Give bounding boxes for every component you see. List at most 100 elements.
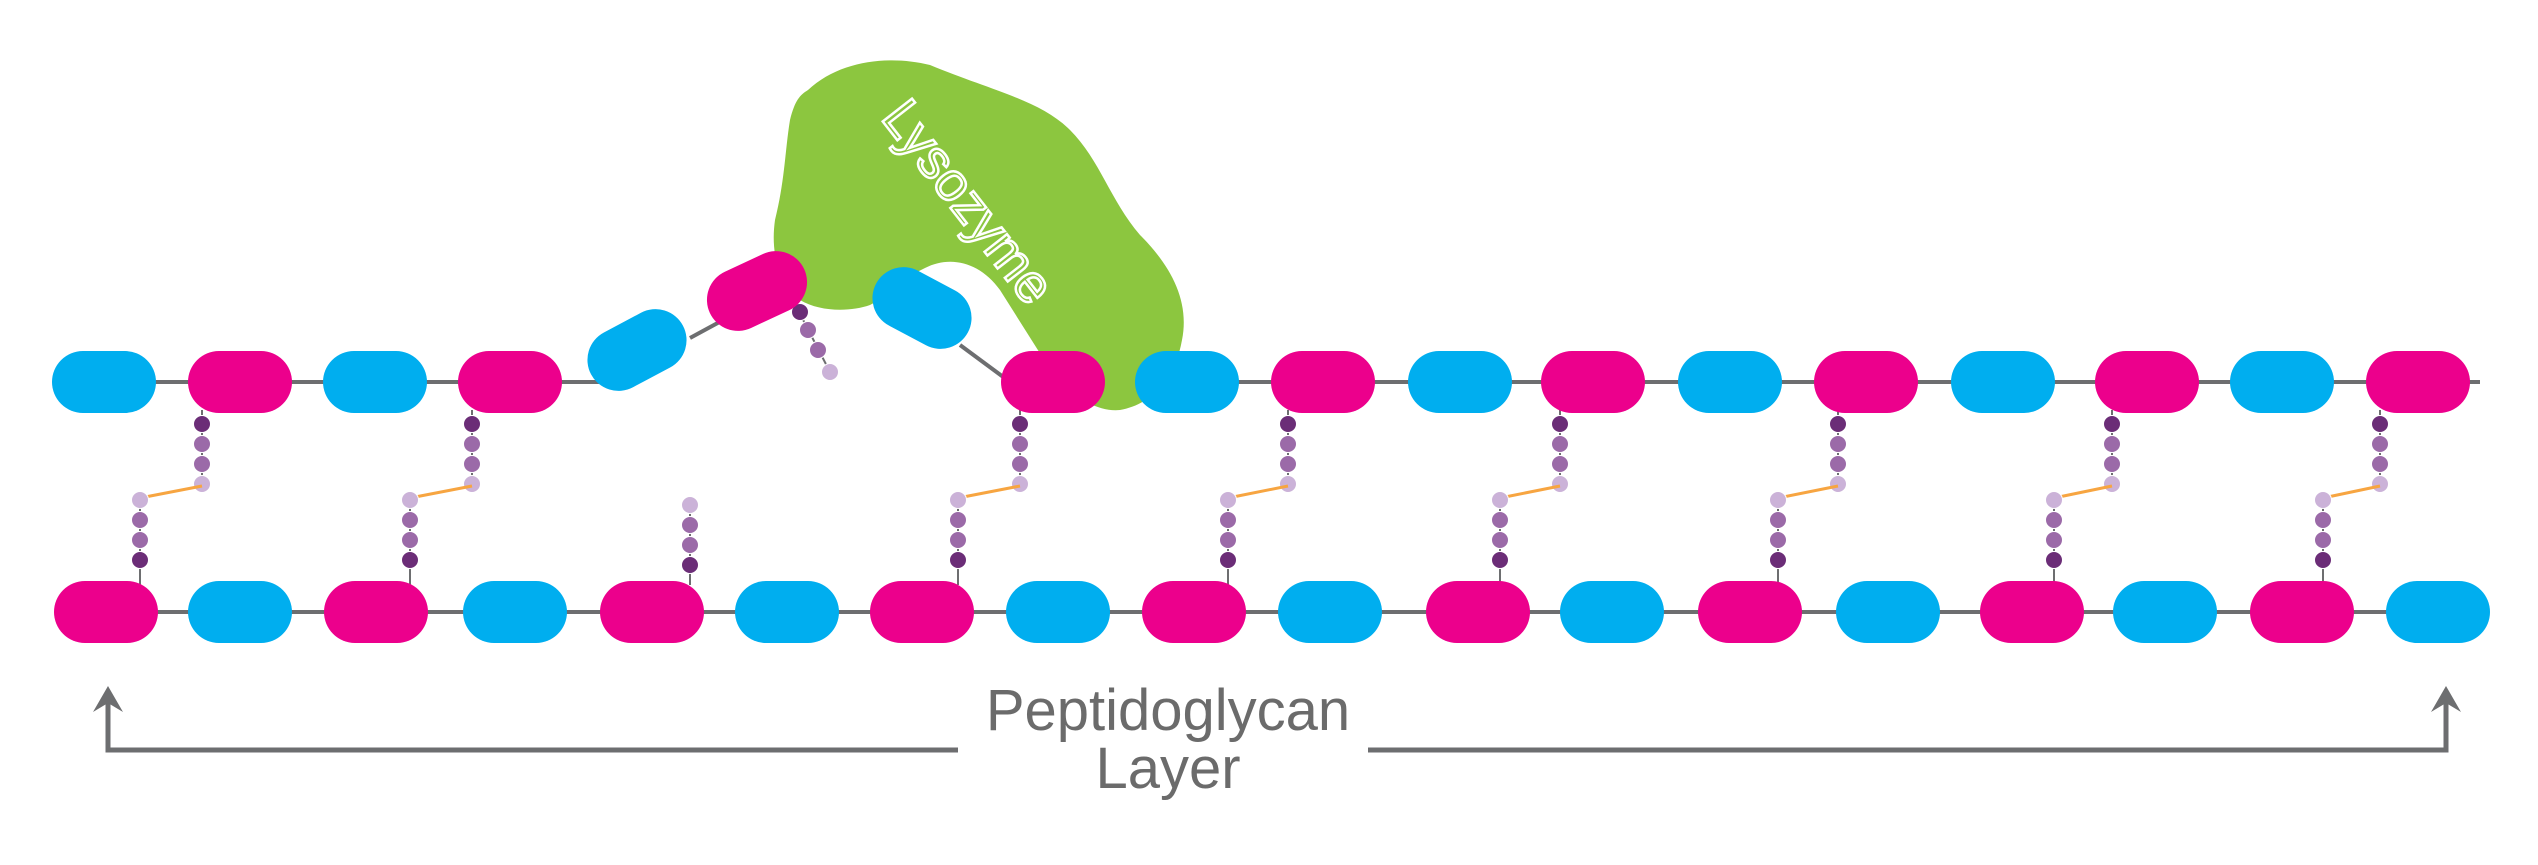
peptide-bead — [2371, 435, 2389, 453]
nam-sugar — [870, 581, 974, 643]
crosslink-bridge — [2322, 484, 2381, 500]
nam-sugar — [458, 351, 562, 413]
peptide-bead — [1011, 455, 1029, 473]
layer-label-line1: Peptidoglycan — [986, 678, 1350, 743]
peptide-bead — [463, 435, 481, 453]
peptide-bead — [1829, 475, 1847, 493]
layer-bracket — [93, 686, 2461, 753]
nag-sugar — [2230, 351, 2334, 413]
peptide-bead — [131, 491, 149, 509]
peptide-bead — [193, 415, 211, 433]
peptide-bead — [821, 363, 839, 381]
peptide-bead — [1551, 475, 1569, 493]
sugar-units — [52, 251, 2490, 643]
peptide-bead — [1769, 511, 1787, 529]
peptide-bead — [1011, 475, 1029, 493]
peptide-bead — [2314, 491, 2332, 509]
nag-sugar — [323, 351, 427, 413]
peptide-bead — [193, 475, 211, 493]
nag-sugar — [1408, 351, 1512, 413]
peptide-bead — [463, 415, 481, 433]
nag-sugar — [1006, 581, 1110, 643]
crosslink-bridge — [139, 484, 203, 500]
crosslink-bridge — [957, 484, 1021, 500]
peptide-bead — [681, 496, 699, 514]
nag-sugar — [1678, 351, 1782, 413]
peptide-bead — [1551, 455, 1569, 473]
peptide-bead — [2103, 435, 2121, 453]
crosslink-bridge — [1227, 484, 1289, 500]
nag-sugar — [52, 351, 156, 413]
nag-sugar — [463, 581, 567, 643]
peptide-bead — [2045, 551, 2063, 569]
peptide-bead — [1769, 531, 1787, 549]
crosslink-bridge — [1499, 484, 1561, 500]
peptide-bead — [1829, 415, 1847, 433]
peptide-bead — [2314, 531, 2332, 549]
peptide-bead — [1011, 415, 1029, 433]
nag-sugar — [1135, 351, 1239, 413]
peptide-bead — [681, 556, 699, 574]
peptide-bead — [949, 531, 967, 549]
nag-sugar — [1560, 581, 1664, 643]
crosslink-bridge — [2053, 484, 2113, 500]
nag-sugar — [2113, 581, 2217, 643]
nag-sugar — [1951, 351, 2055, 413]
peptide-bead — [131, 531, 149, 549]
peptide-bead — [2103, 415, 2121, 433]
arrow-up-icon — [93, 686, 123, 712]
bracket-line-right — [1368, 700, 2449, 753]
nam-sugar — [1271, 351, 1375, 413]
peptide-bead — [1491, 531, 1509, 549]
peptide-bead — [2045, 491, 2063, 509]
nam-sugar — [2250, 581, 2354, 643]
nag-sugar — [1836, 581, 1940, 643]
peptide-bead — [1491, 551, 1509, 569]
nam-sugar — [1980, 581, 2084, 643]
peptide-bead — [1551, 415, 1569, 433]
peptide-bead — [2371, 455, 2389, 473]
peptide-bead — [1491, 511, 1509, 529]
nam-sugar — [1698, 581, 1802, 643]
nag-sugar — [2386, 581, 2490, 643]
peptide-bead — [799, 321, 817, 339]
nam-sugar — [706, 251, 808, 331]
peptide-bead — [681, 536, 699, 554]
peptide-bead — [1279, 415, 1297, 433]
peptide-bead — [193, 435, 211, 453]
nam-sugar — [1541, 351, 1645, 413]
peptide-bead — [401, 551, 419, 569]
peptide-bead — [193, 455, 211, 473]
peptide-bead — [949, 491, 967, 509]
peptide-bead — [1219, 531, 1237, 549]
nag-sugar — [735, 581, 839, 643]
peptide-bead — [2371, 475, 2389, 493]
peptide-bead — [1219, 511, 1237, 529]
lysozyme-shape — [773, 60, 1184, 411]
nag-sugar — [1278, 581, 1382, 643]
nam-sugar — [1814, 351, 1918, 413]
peptide-bead — [809, 341, 827, 359]
peptide-bead — [949, 551, 967, 569]
peptide-bead — [2314, 511, 2332, 529]
peptide-bead — [2045, 531, 2063, 549]
nam-sugar — [2366, 351, 2470, 413]
peptide-bead — [2103, 475, 2121, 493]
nam-sugar — [1142, 581, 1246, 643]
peptide-bead — [791, 303, 809, 321]
peptide-crosslinks — [131, 303, 2389, 585]
glycan-backbones — [80, 298, 2480, 614]
peptide-bead — [1769, 551, 1787, 569]
nag-sugar — [587, 309, 687, 391]
nam-sugar — [188, 351, 292, 413]
nam-sugar — [2095, 351, 2199, 413]
peptide-bead — [463, 455, 481, 473]
nam-sugar — [324, 581, 428, 643]
peptide-bead — [2103, 455, 2121, 473]
peptide-bead — [1279, 455, 1297, 473]
nam-sugar — [54, 581, 158, 643]
peptide-bead — [1491, 491, 1509, 509]
peptide-bead — [131, 511, 149, 529]
layer-label-line2: Layer — [1095, 736, 1240, 801]
peptide-bead — [1219, 491, 1237, 509]
